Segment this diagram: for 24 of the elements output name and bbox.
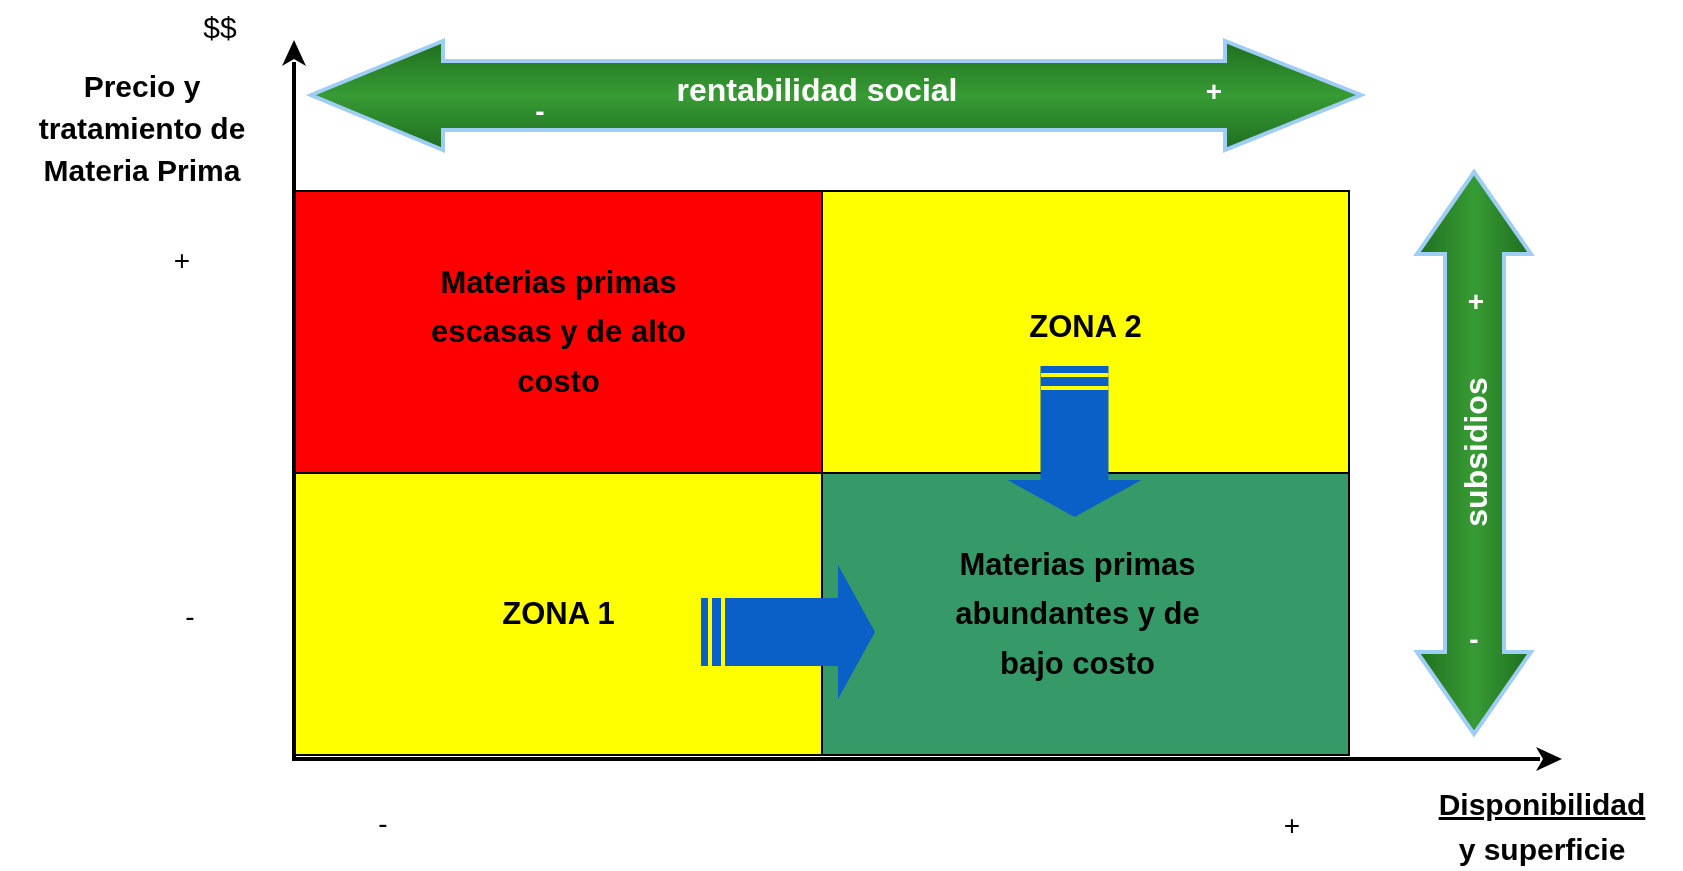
block-arrow [1007,366,1142,517]
axis-label: + [1283,809,1301,844]
axis-label: rentabilidad social [676,70,958,110]
axis-label: Disponibilidad [1438,787,1646,823]
axis-label: - [378,807,388,842]
quadrant-text: Materias primas escasas y de alto costo [429,263,688,401]
vertical-label: subsidios [1456,377,1495,527]
axis-label: y superficie [1458,832,1626,868]
axis-label: Precio y tratamiento de Materia Prima [37,69,247,189]
axis-label: - [185,600,195,635]
quadrant-text: Materias primas abundantes y de bajo costo [954,545,1201,683]
quadrant-box [294,190,823,474]
axis-label: $$ [203,10,237,46]
quadrant-box [821,472,1350,756]
axis-label: - [1469,623,1479,658]
quadrant-box [294,472,823,756]
block-arrow [701,565,875,699]
axis-label: - [535,95,545,130]
quadrant-text: ZONA 2 [1029,308,1142,346]
axis-label: + [1467,285,1485,320]
axis-label: + [173,244,191,279]
quadrant-text: ZONA 1 [502,595,615,634]
quadrant-box [821,190,1350,474]
axis-label: + [1205,75,1223,110]
